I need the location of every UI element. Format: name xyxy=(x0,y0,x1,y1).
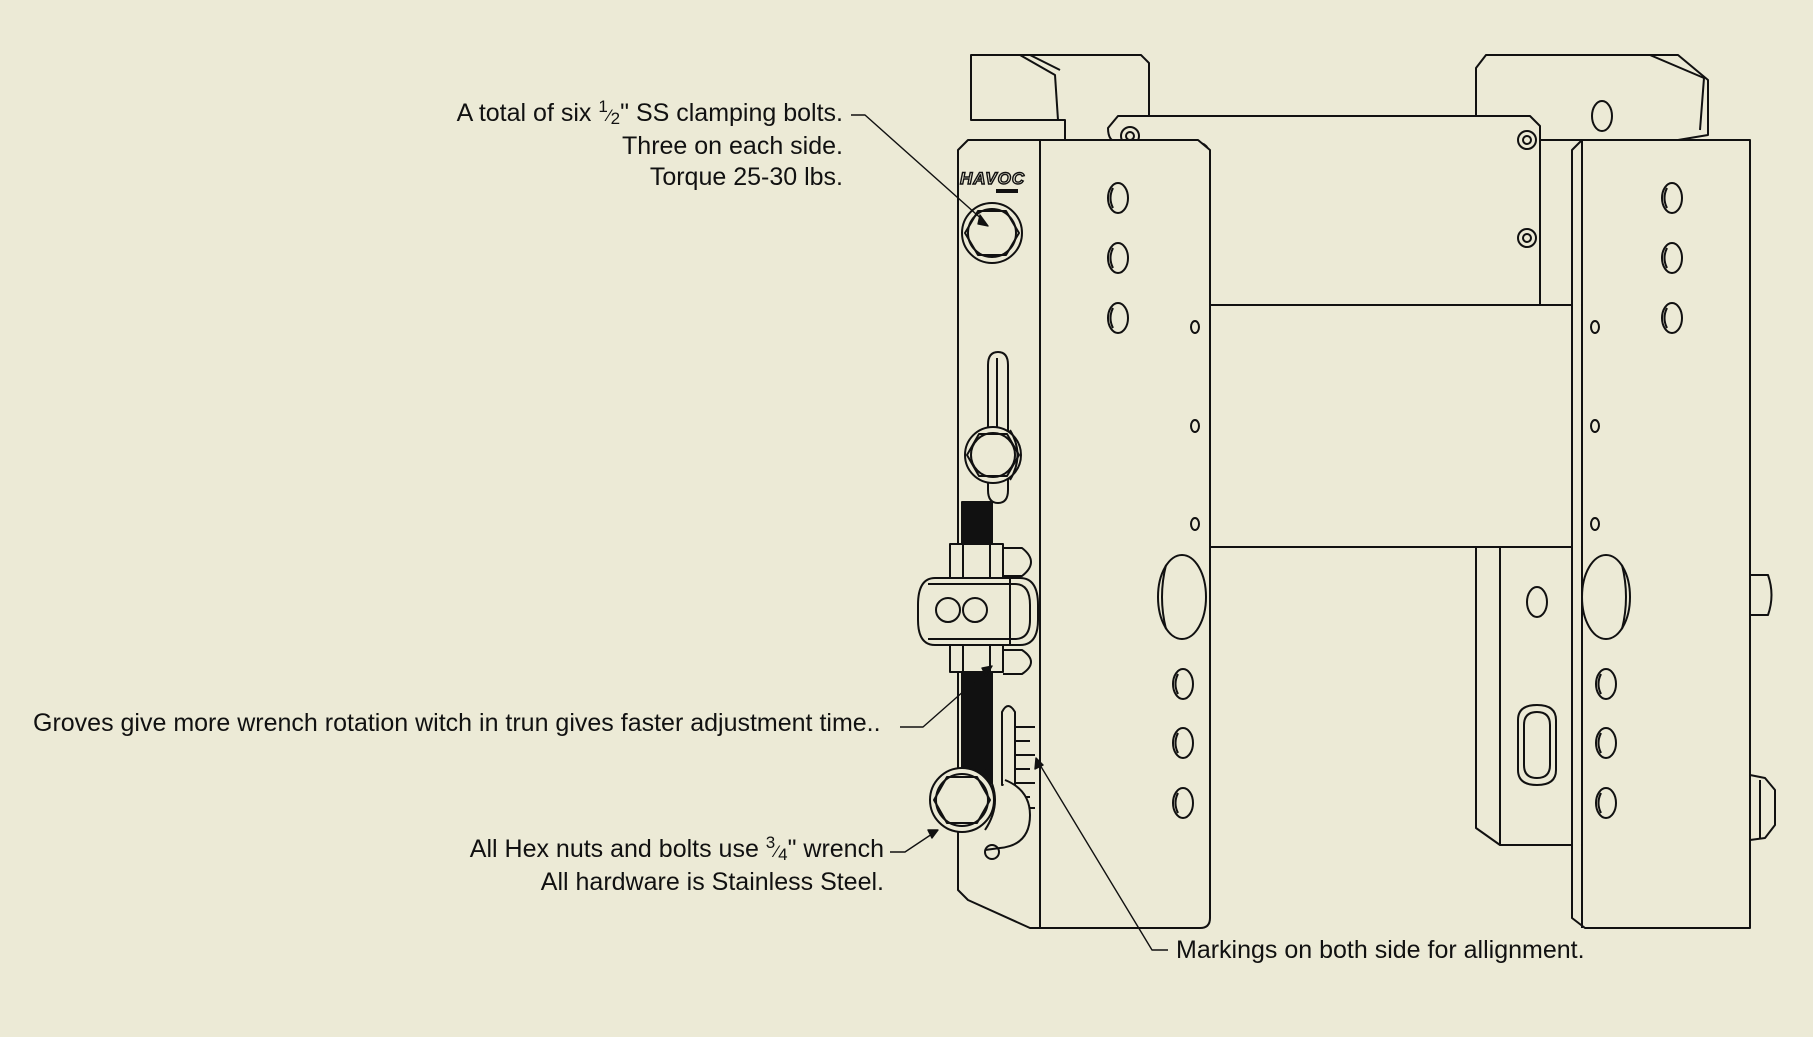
note-groves: Groves give more wrench rotation witch i… xyxy=(33,709,881,737)
fraction-half: 1⁄2 xyxy=(598,97,621,128)
note-hex-nuts: All Hex nuts and bolts use 3⁄4" wrench A… xyxy=(469,833,884,898)
clamping-bolt-top xyxy=(961,202,1023,264)
leader-lines xyxy=(851,114,1168,951)
fraction-three-quarter: 3⁄4 xyxy=(765,833,788,864)
alignment-scale xyxy=(1001,705,1035,809)
note-clamping-bolts-line3: Torque 25-30 lbs. xyxy=(649,163,843,191)
note-hex-nuts-line2: All hardware is Stainless Steel. xyxy=(540,868,884,896)
adjuster-clamp-block xyxy=(917,577,1039,646)
svg-text:HAVOC: HAVOC xyxy=(960,169,1025,188)
rear-lower-bracket xyxy=(1475,546,1576,846)
note-markings: Markings on both side for allignment. xyxy=(1176,936,1585,964)
note-clamping-bolts: A total of six 1⁄2" SS clamping bolts. T… xyxy=(456,97,843,193)
clamping-bolt-bottom xyxy=(929,767,1031,860)
left-side-plate xyxy=(957,139,1211,929)
note-clamping-bolts-line1: A total of six 1⁄2" SS clamping bolts. xyxy=(456,97,843,128)
adjustment-slot-bolt xyxy=(964,351,1022,504)
center-cross-bar xyxy=(1209,304,1573,548)
right-side-plate xyxy=(1571,139,1776,929)
note-hex-nuts-line1: All Hex nuts and bolts use 3⁄4" wrench xyxy=(469,833,884,864)
note-clamping-bolts-line2: Three on each side. xyxy=(622,132,843,160)
threaded-adjustment-rod xyxy=(949,501,1032,784)
havoc-logo: HAVOC xyxy=(959,168,1025,193)
